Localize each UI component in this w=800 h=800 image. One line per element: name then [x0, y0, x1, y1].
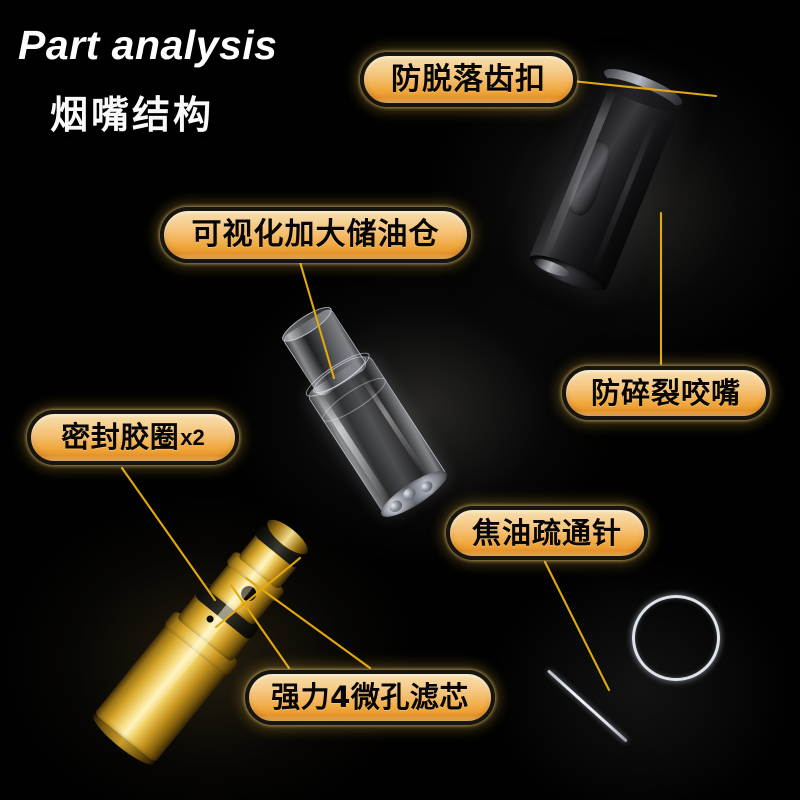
product-gold-cartridge — [55, 505, 345, 785]
badge-anti-crack-mouthpiece[interactable]: 防碎裂咬嘴 — [562, 366, 770, 420]
needle-loop-handle — [632, 595, 720, 681]
badge-micro-hole-filter[interactable]: 强力4微孔滤芯 — [245, 670, 495, 725]
badge-visible-oil-chamber[interactable]: 可视化加大储油仓 — [160, 207, 471, 263]
badge-label: 强力4微孔滤芯 — [271, 680, 469, 714]
badge-label: 焦油疏通针 — [471, 515, 622, 550]
product-clear-tube — [277, 285, 530, 525]
badge-anti-drop-tooth[interactable]: 防脱落齿扣 — [360, 52, 577, 107]
badge-label: 防碎裂咬嘴 — [590, 375, 741, 410]
badge-label: 密封胶圈 — [61, 420, 180, 454]
badge-label: 防脱落齿扣 — [391, 61, 546, 97]
badge-label: 可视化加大储油仓 — [191, 217, 440, 252]
needle-shaft — [546, 669, 628, 743]
page-title-chinese: 烟嘴结构 — [50, 93, 215, 137]
page-title-english: Part analysis — [18, 22, 278, 68]
badge-quantity: x2 — [180, 424, 205, 450]
badge-tar-needle[interactable]: 焦油疏通针 — [446, 506, 648, 560]
product-tar-needle — [520, 585, 760, 775]
